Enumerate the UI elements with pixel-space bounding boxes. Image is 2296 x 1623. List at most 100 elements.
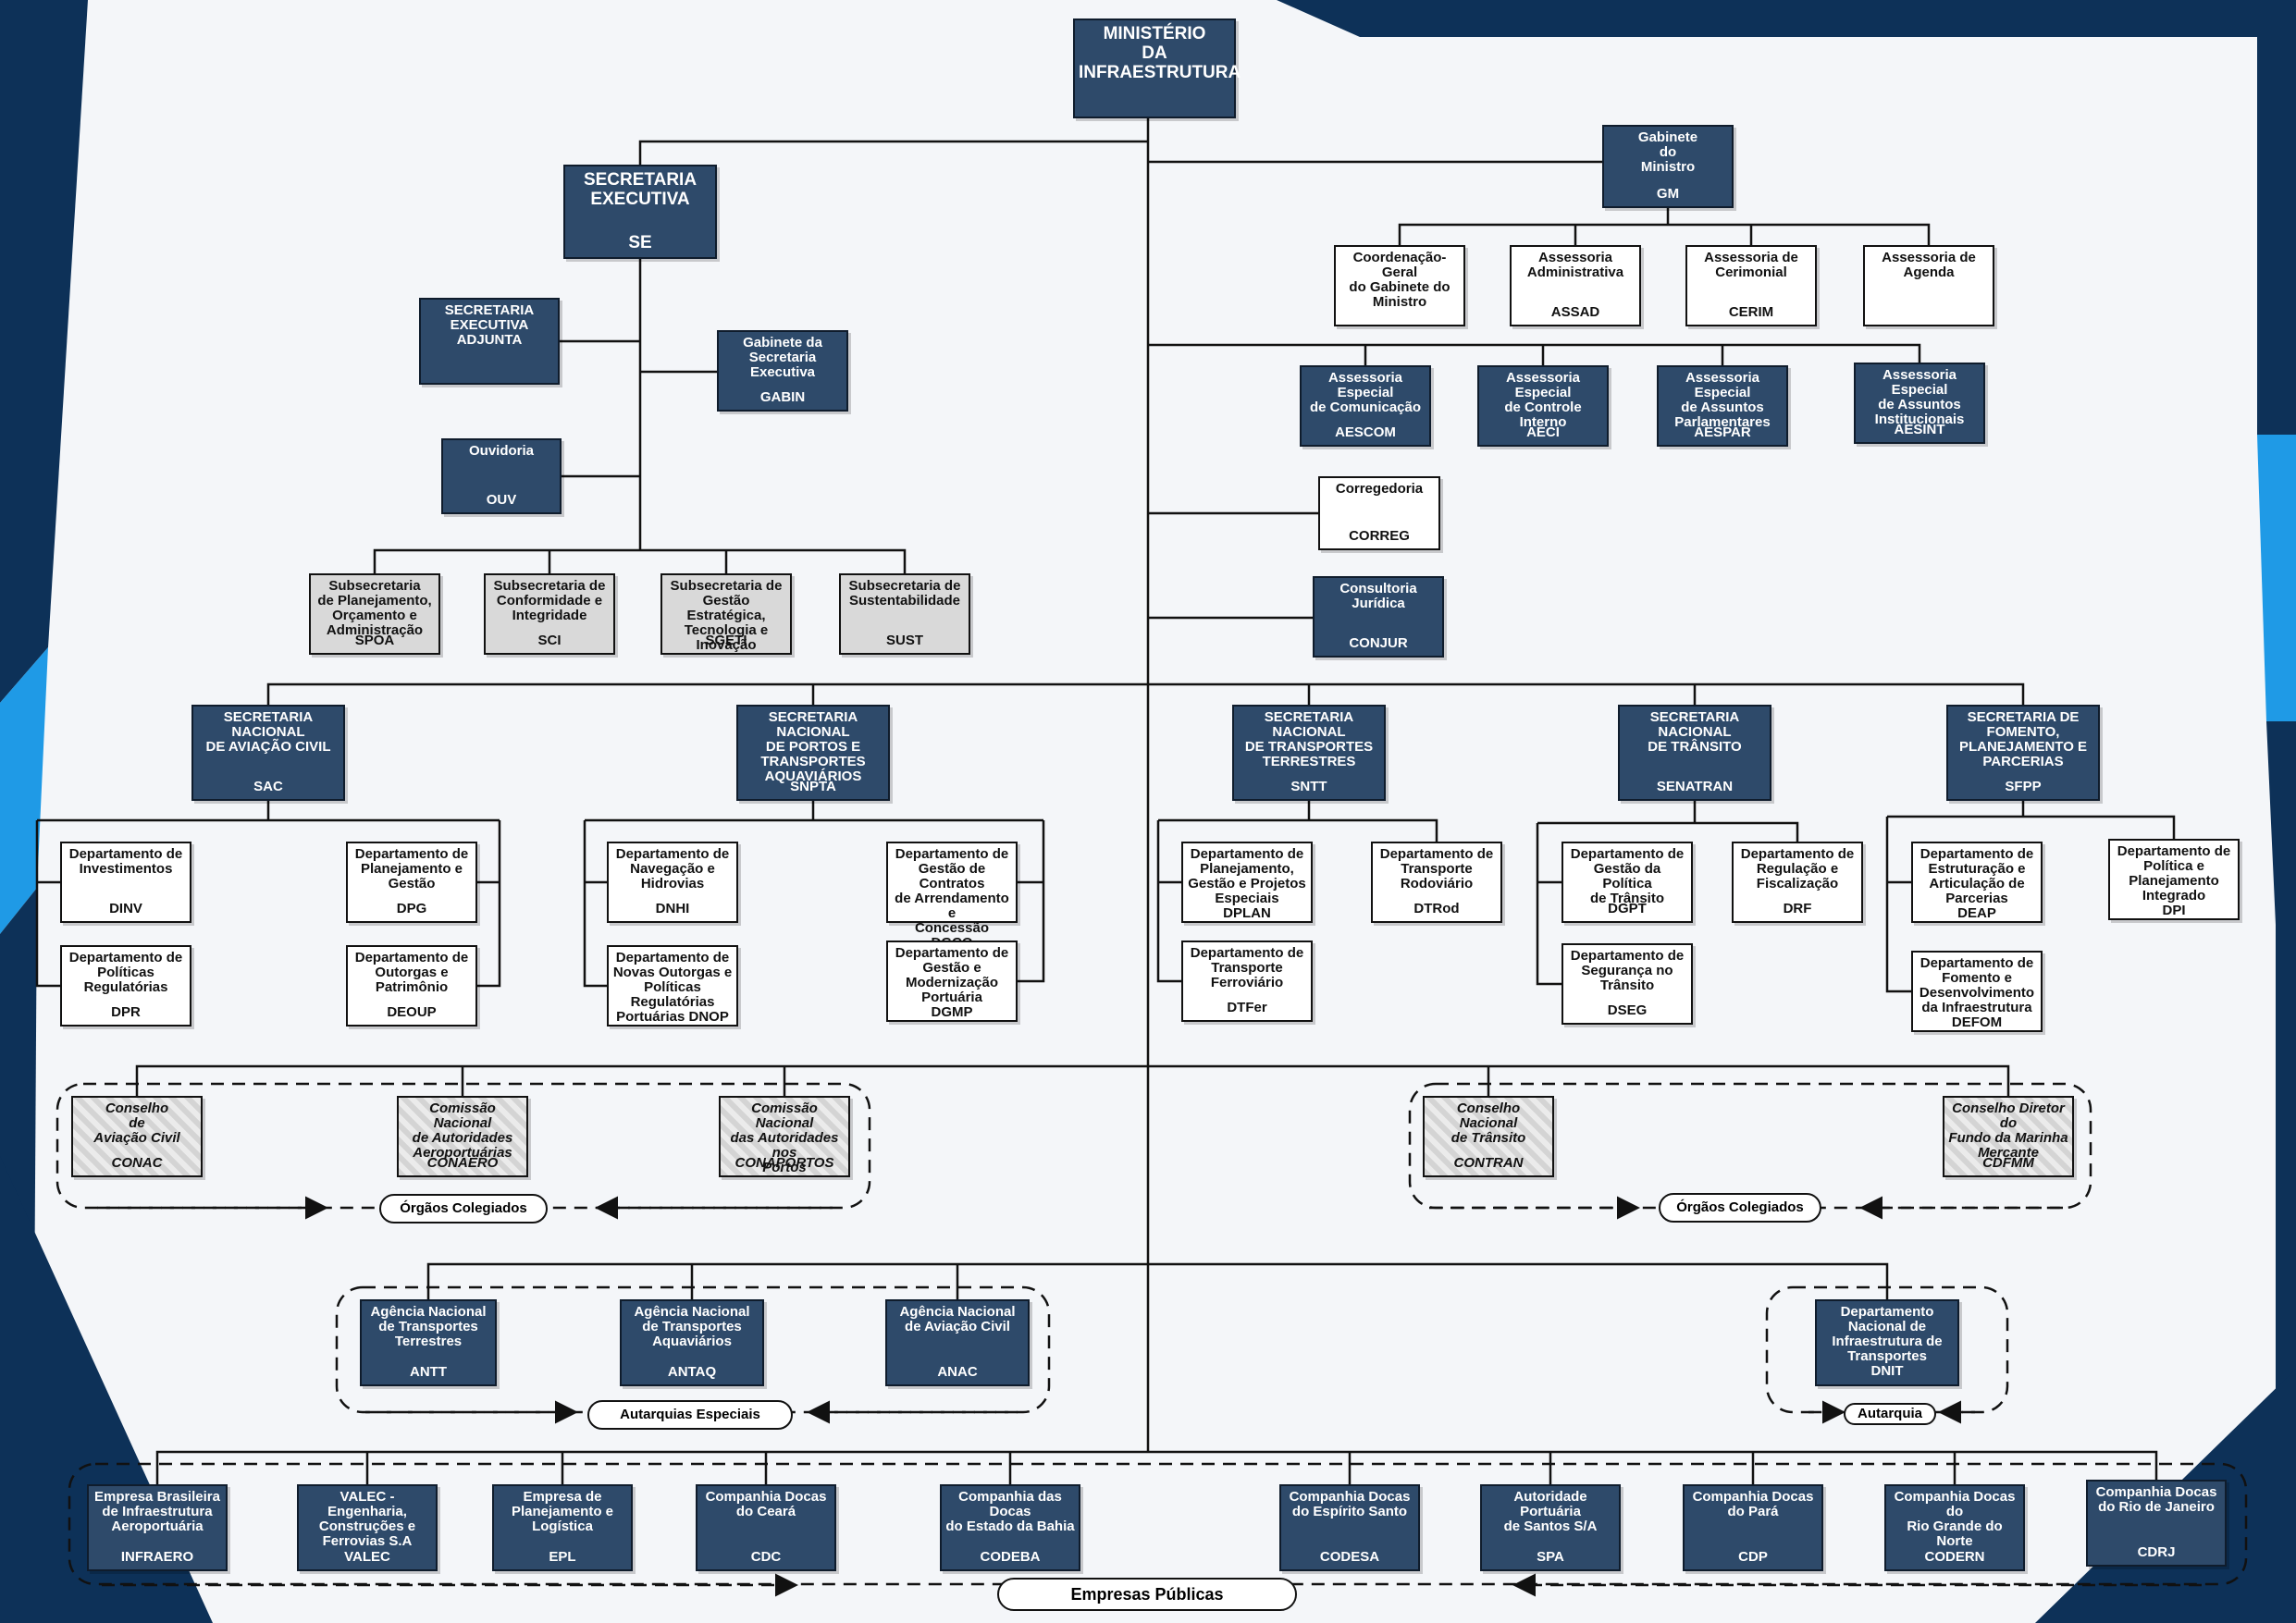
org-unit-infraero: Empresa Brasileira de Infraestrutura Aer… — [87, 1484, 228, 1571]
org-unit-name: Gabinete da Secretaria Executiva — [743, 335, 822, 380]
org-unit-acronym: EPL — [549, 1549, 576, 1565]
org-unit-name: Conselho de Aviação Civil — [93, 1100, 180, 1146]
org-unit-name: SECRETARIA NACIONAL DE PORTOS E TRANSPOR… — [760, 709, 866, 784]
group-label-orgaos-left: Órgãos Colegiados — [379, 1194, 548, 1223]
org-unit-acronym: GM — [1656, 186, 1680, 202]
org-unit-name: Subsecretaria de Planejamento, Orçamento… — [317, 578, 432, 638]
org-unit-acronym: CORREG — [1349, 528, 1410, 544]
org-unit-acronym: CERIM — [1728, 304, 1774, 320]
org-unit-acronym: ANAC — [937, 1364, 978, 1380]
org-unit-name: Companhia das Docas do Estado da Bahia — [945, 1489, 1075, 1534]
org-unit-name: Departamento de Investimentos — [68, 846, 183, 877]
org-unit-acronym: DTFer — [1227, 1000, 1267, 1015]
org-unit-name: Departamento de Planejamento, Gestão e P… — [1188, 846, 1306, 921]
org-unit-name: Companhia Docas do Rio Grande do Norte — [1894, 1489, 2016, 1549]
org-unit-name: Departamento de Gestão de Contratos de A… — [895, 846, 1009, 951]
org-unit-name: Companhia Docas do Espírito Santo — [1289, 1489, 1411, 1519]
org-unit-name: Departamento de Novas Outorgas e Polític… — [612, 950, 733, 1025]
group-label-autarquia: Autarquia — [1844, 1403, 1936, 1425]
org-unit-name: Departamento de Gestão da Política de Tr… — [1570, 846, 1685, 906]
org-unit-name: Assessoria Especial de Comunicação — [1309, 370, 1422, 415]
org-unit-acronym: CODESA — [1319, 1549, 1380, 1565]
org-unit-name: Conselho Diretor do Fundo da Marinha Mer… — [1948, 1100, 2068, 1161]
org-unit-name: Assessoria de Cerimonial — [1704, 250, 1798, 280]
org-unit-name: Departamento de Políticas Regulatórias — [68, 950, 183, 995]
org-unit-name: Ouvidoria — [468, 443, 534, 459]
org-unit-acronym: DTRod — [1413, 901, 1460, 916]
org-unit-name: SECRETARIA EXECUTIVA — [583, 170, 697, 209]
org-unit-agenda: Assessoria de Agenda — [1863, 245, 1994, 326]
org-unit-acronym: AESPAR — [1694, 424, 1751, 440]
org-unit-name: Agência Nacional de Transportes Aquaviár… — [634, 1304, 750, 1349]
org-unit-acronym: SAC — [253, 779, 283, 794]
org-unit-acronym: AECI — [1526, 424, 1560, 440]
org-unit-name: VALEC - Engenharia, Construções e Ferrov… — [318, 1489, 416, 1549]
org-unit-acronym: SCI — [537, 633, 562, 648]
org-unit-valec: VALEC - Engenharia, Construções e Ferrov… — [297, 1484, 438, 1571]
org-unit-dnit: Departamento Nacional de Infraestrutura … — [1815, 1299, 1959, 1386]
org-unit-name: Comissão Nacional das Autoridades nos Po… — [730, 1100, 839, 1175]
org-unit-acronym: VALEC — [344, 1549, 390, 1565]
org-unit-name: Empresa Brasileira de Infraestrutura Aer… — [94, 1489, 220, 1534]
org-unit-name: Departamento de Transporte Rodoviário — [1379, 846, 1494, 891]
org-unit-name: Assessoria Especial de Assuntos Parlamen… — [1674, 370, 1771, 430]
org-unit-acronym: DRF — [1783, 901, 1812, 916]
org-unit-acronym: OUV — [486, 492, 517, 508]
org-unit-acronym: INFRAERO — [120, 1549, 194, 1565]
org-unit-name: Agência Nacional de Aviação Civil — [899, 1304, 1016, 1334]
org-unit-name: Conselho Nacional de Trânsito — [1450, 1100, 1526, 1146]
org-unit-acronym: ANTAQ — [667, 1364, 717, 1380]
org-unit-name: Coordenação-Geral do Gabinete do Ministr… — [1349, 250, 1450, 310]
org-unit-antt: Agência Nacional de Transportes Terrestr… — [360, 1299, 497, 1386]
org-unit-spoa: Subsecretaria de Planejamento, Orçamento… — [309, 573, 440, 655]
org-unit-name: Corregedoria — [1335, 481, 1424, 497]
org-unit-name: Departamento de Fomento e Desenvolviment… — [1919, 955, 2035, 1030]
org-unit-acronym: CONTRAN — [1453, 1155, 1524, 1171]
org-unit-acronym: CONAC — [111, 1155, 163, 1171]
org-unit-acronym: SPOA — [354, 633, 395, 648]
org-unit-acronym: ASSAD — [1550, 304, 1600, 320]
org-unit-acronym: SNTT — [1290, 779, 1327, 794]
org-unit-dgmp: Departamento de Gestão e Modernização Po… — [886, 941, 1018, 1022]
org-unit-sfpp: SECRETARIA DE FOMENTO, PLANEJAMENTO E PA… — [1946, 705, 2100, 801]
org-unit-acronym: CDP — [1738, 1549, 1768, 1565]
org-unit-acronym: SNPTA — [790, 779, 836, 794]
org-unit-name: Comissão Nacional de Autoridades Aeropor… — [412, 1100, 513, 1161]
org-unit-acronym: SPA — [1537, 1549, 1564, 1565]
org-unit-sea: SECRETARIA EXECUTIVA ADJUNTA — [419, 298, 560, 385]
org-unit-name: Departamento de Segurança no Trânsito — [1570, 948, 1685, 993]
org-unit-conaportos: Comissão Nacional das Autoridades nos Po… — [719, 1096, 850, 1177]
org-unit-acronym: GABIN — [759, 389, 806, 405]
org-unit-name: Companhia Docas do Rio de Janeiro — [2095, 1484, 2217, 1515]
org-unit-dgco: Departamento de Gestão de Contratos de A… — [886, 842, 1018, 951]
org-unit-drf: Departamento de Regulação e Fiscalização… — [1732, 842, 1863, 923]
org-unit-name: Assessoria Especial de Controle Interno — [1504, 370, 1582, 430]
org-unit-acronym: DSEG — [1607, 1002, 1648, 1018]
org-unit-name: Agência Nacional de Transportes Terrestr… — [370, 1304, 487, 1349]
org-unit-acronym: DNHI — [655, 901, 690, 916]
org-unit-sci: Subsecretaria de Conformidade e Integrid… — [484, 573, 615, 655]
